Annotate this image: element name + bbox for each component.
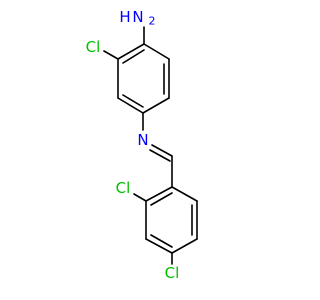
bond-double-inner: [122, 49, 145, 64]
amine-h-label: H: [119, 8, 130, 26]
chlorine-label-mid: Cl: [116, 179, 131, 197]
amine-subscript: 2: [149, 15, 156, 28]
ring-b: [145, 186, 198, 254]
molecule-canvas: H N 2 Cl N Cl Cl: [86, 8, 198, 282]
bond: [171, 186, 198, 202]
bond-chloro-mid: [133, 193, 147, 202]
bond-double-inner: [150, 192, 173, 206]
bond: [143, 43, 170, 60]
bond-double-inner: [150, 234, 173, 248]
amine-n-label: N: [132, 8, 143, 26]
bond-double-inner: [122, 94, 144, 108]
bond: [145, 238, 173, 254]
bond-imine: [151, 144, 173, 157]
bond-imine-double: [149, 149, 171, 162]
structure-diagram: H N 2 Cl N Cl Cl: [86, 8, 198, 282]
imine-n-label: N: [137, 131, 148, 149]
bond-chloro-top: [103, 50, 119, 60]
bond: [145, 186, 173, 202]
bond: [117, 97, 144, 114]
ring-a: [117, 43, 170, 114]
amine-group: H N 2: [119, 8, 155, 28]
bond: [142, 97, 170, 114]
chlorine-label-top: Cl: [86, 38, 101, 56]
bond: [117, 43, 145, 60]
chlorine-label-bottom: Cl: [165, 264, 180, 282]
bond: [171, 238, 198, 254]
